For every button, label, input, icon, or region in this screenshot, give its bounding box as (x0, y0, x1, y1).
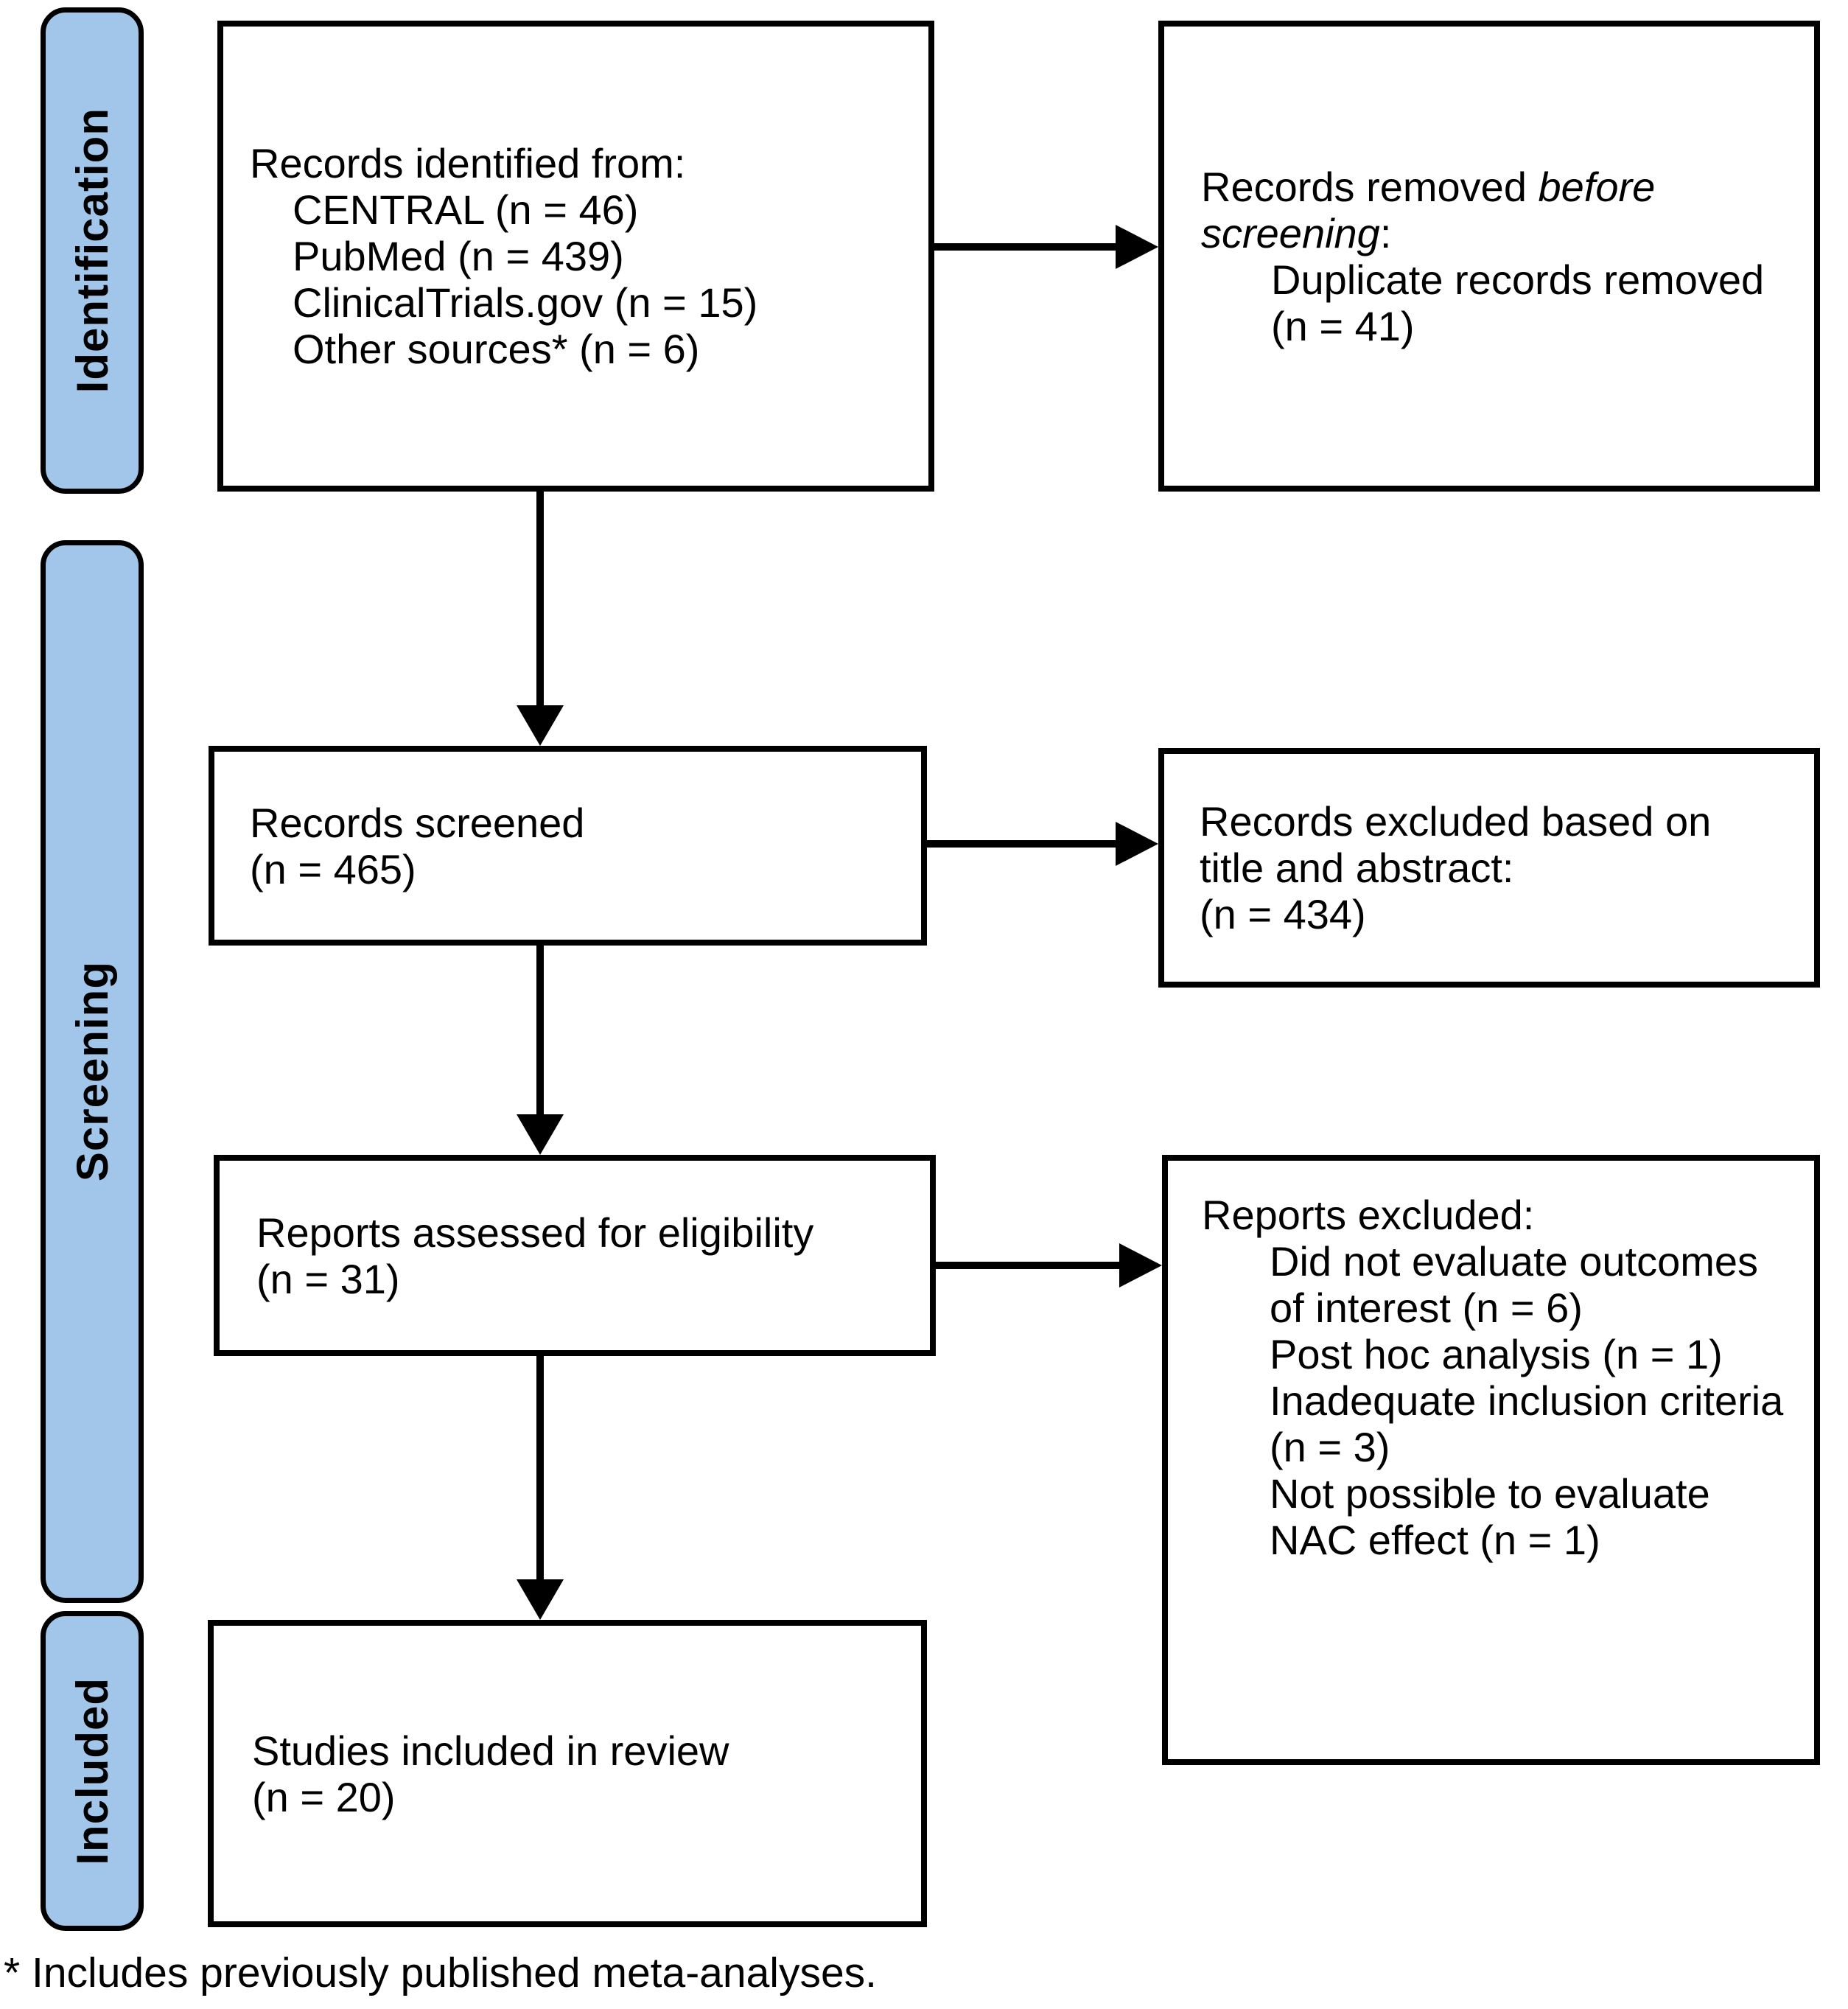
arrow-head-icon (1116, 225, 1158, 269)
reports-excluded-item-criteria: Inadequate inclusion criteria (n = 3) (1270, 1377, 1784, 1470)
records-identified-item-other: Other sources* (n = 6) (293, 326, 700, 372)
records-identified-title: Records identified from: (250, 140, 686, 186)
arrow-head-icon (1116, 822, 1158, 866)
stage-label-included-text: Included (67, 1677, 117, 1865)
stage-label-screening: Screening (41, 540, 144, 1603)
records-screened-line1: Records screened (250, 799, 585, 846)
arrow-line (536, 492, 544, 709)
records-removed-item-duplicates: Duplicate records removed (n = 41) (1271, 256, 1765, 349)
footnote: * Includes previously published meta-ana… (4, 1949, 877, 1996)
stage-label-identification-text: Identification (67, 108, 117, 394)
records-identified-item-central: CENTRAL (n = 46) (293, 186, 639, 233)
arrow-line (927, 840, 1119, 848)
stage-label-screening-text: Screening (67, 961, 117, 1182)
records-excluded-count: (n = 434) (1200, 891, 1366, 937)
box-records-excluded: Records excluded based on title and abst… (1158, 748, 1820, 988)
reports-excluded-item-outcomes: Did not evaluate outcomes of interest (n… (1270, 1238, 1759, 1331)
box-reports-assessed: Reports assessed for eligibility (n = 31… (214, 1155, 936, 1356)
stage-label-included: Included (41, 1611, 144, 1931)
box-records-removed: Records removed before screening: Duplic… (1158, 21, 1820, 492)
records-excluded-line1: Records excluded based on title and abst… (1200, 798, 1712, 891)
box-studies-included: Studies included in review (n = 20) (208, 1620, 927, 1927)
stage-label-identification: Identification (41, 7, 144, 494)
arrow-head-icon (517, 1579, 564, 1620)
arrow-line (536, 946, 544, 1114)
records-screened-count: (n = 465) (250, 845, 416, 892)
arrow-line (934, 243, 1119, 251)
box-records-screened: Records screened (n = 465) (209, 746, 927, 946)
arrow-line (936, 1262, 1123, 1269)
reports-excluded-title: Reports excluded: (1202, 1192, 1535, 1238)
records-removed-title-colon: : (1379, 209, 1392, 256)
records-removed-title-normal: Records removed (1201, 163, 1539, 210)
records-identified-item-pubmed: PubMed (n = 439) (293, 233, 624, 279)
arrow-line (536, 1356, 544, 1579)
box-records-identified: Records identified from: CENTRAL (n = 46… (217, 21, 934, 492)
arrow-head-icon (1119, 1243, 1162, 1287)
studies-included-line1: Studies included in review (252, 1727, 729, 1774)
records-removed-title: Records removed before screening: (1201, 164, 1807, 256)
box-reports-excluded: Reports excluded: Did not evaluate outco… (1162, 1155, 1820, 1765)
records-removed-title-italic: before screening (1201, 163, 1656, 256)
reports-assessed-count: (n = 31) (256, 1255, 400, 1302)
arrow-head-icon (517, 1114, 564, 1155)
reports-excluded-item-posthoc: Post hoc analysis (n = 1) (1270, 1331, 1723, 1377)
records-identified-item-clinicaltrials: ClinicalTrials.gov (n = 15) (293, 279, 758, 326)
reports-excluded-item-nac: Not possible to evaluate NAC effect (n =… (1270, 1470, 1710, 1563)
arrow-head-icon (517, 705, 564, 746)
reports-assessed-line1: Reports assessed for eligibility (256, 1209, 814, 1256)
studies-included-count: (n = 20) (252, 1773, 396, 1820)
